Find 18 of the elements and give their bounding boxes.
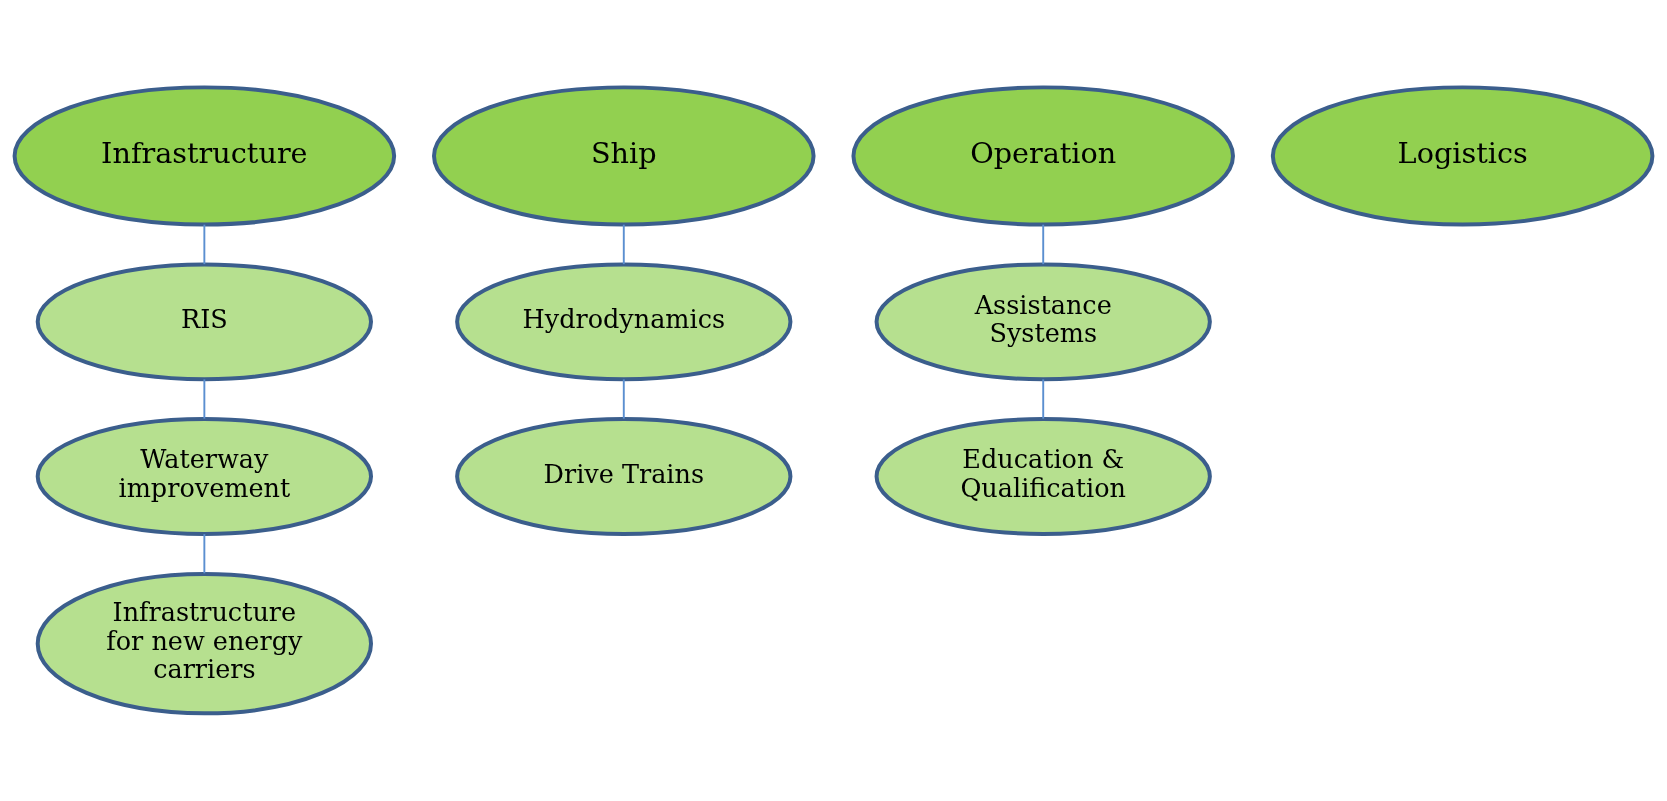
node-ellipse: Infrastructure	[12, 85, 397, 227]
connector	[622, 378, 625, 420]
connector	[622, 223, 625, 266]
node-ellipse: RIS	[35, 262, 373, 382]
node-ellipse: Hydrodynamics	[455, 262, 793, 382]
node-ellipse: Waterway improvement	[35, 417, 373, 536]
connector	[203, 378, 206, 420]
node-ellipse: Operation	[851, 85, 1235, 227]
node-ellipse: Assistance Systems	[874, 262, 1212, 382]
connector	[203, 223, 206, 266]
node-ellipse: Logistics	[1270, 85, 1655, 227]
connector	[1042, 378, 1045, 420]
node-ellipse: Drive Trains	[455, 417, 793, 536]
connector	[1042, 223, 1045, 266]
node-ellipse: Infrastructure for new energy carriers	[35, 572, 373, 716]
node-ellipse: Ship	[432, 85, 816, 227]
connector	[203, 533, 206, 575]
node-ellipse: Education & Qualification	[874, 417, 1212, 536]
